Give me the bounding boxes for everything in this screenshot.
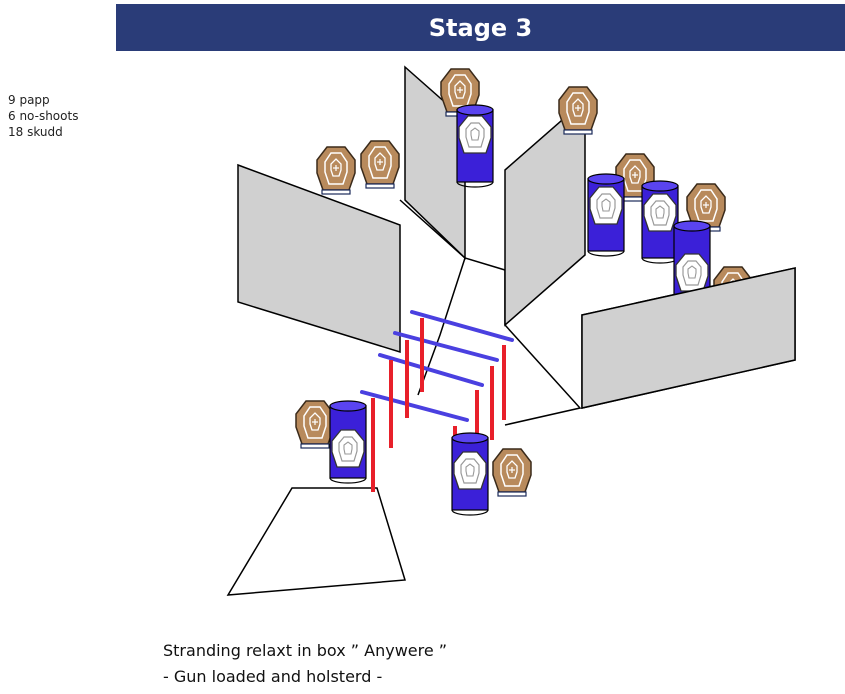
instruction-line-1: Stranding relaxt in box ” Anywere ”	[163, 641, 448, 660]
target	[295, 400, 335, 449]
no-shoot-count: 6 no-shoots	[8, 109, 79, 123]
instruction-line-2: - Gun loaded and holsterd -	[163, 667, 383, 686]
wall-left	[237, 163, 401, 354]
no-shoot	[331, 429, 365, 468]
no-shoot	[643, 193, 677, 232]
target	[558, 86, 598, 135]
no-shoot	[458, 115, 492, 154]
stage-stats: 9 papp 6 no-shoots 18 skudd	[8, 92, 78, 140]
no-shoot	[453, 451, 487, 490]
target	[360, 140, 400, 189]
paper-target-count: 9 papp	[8, 93, 50, 107]
no-shoot	[675, 253, 709, 292]
title-banner: Stage 3	[116, 4, 845, 51]
target	[316, 146, 356, 195]
stage-instructions: Stranding relaxt in box ” Anywere ” - Gu…	[163, 638, 447, 690]
no-shoot	[589, 186, 623, 225]
round-count: 18 skudd	[8, 125, 63, 139]
wall-right-back	[504, 98, 586, 327]
target	[492, 448, 532, 497]
stage-title: Stage 3	[428, 13, 533, 42]
start-box	[226, 487, 406, 596]
